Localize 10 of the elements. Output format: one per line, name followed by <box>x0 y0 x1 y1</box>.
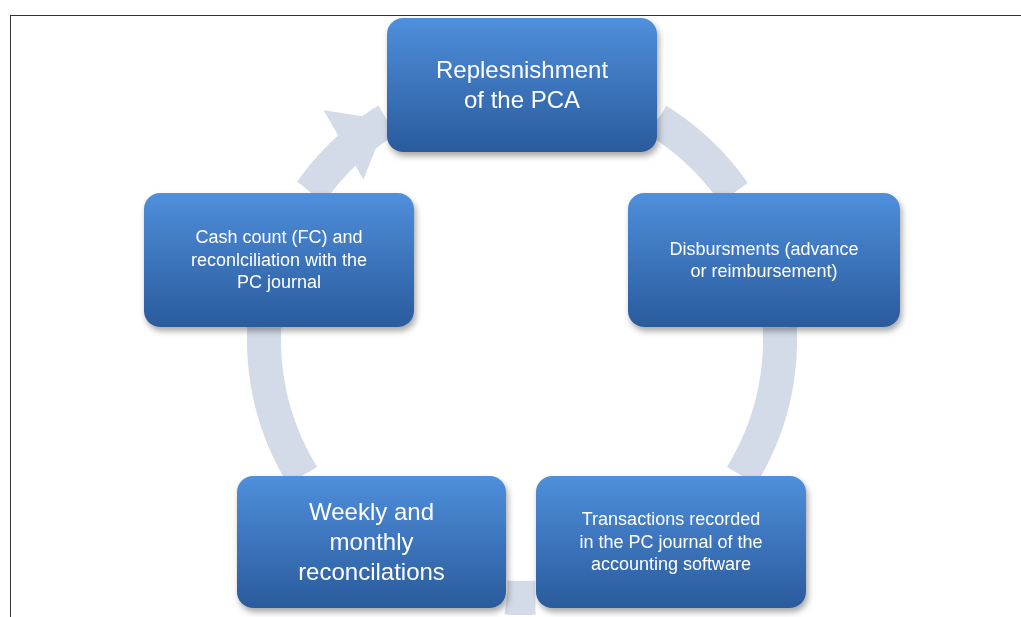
process-box <box>536 476 806 608</box>
process-box <box>144 193 414 327</box>
process-box <box>237 476 506 608</box>
step-text: Weekly and monthly reconcilations <box>297 497 446 587</box>
step-text: Transactions recorded in the PC journal of the accounting software <box>578 508 764 576</box>
step-text: Replesnishment of the PCA <box>434 55 610 115</box>
process-box <box>628 193 900 327</box>
step-text: Disbursments (advance or reimbursement) <box>668 237 860 283</box>
step-text: Cash count (FC) and reconlciliation with the PC journal <box>189 226 369 294</box>
process-box <box>387 18 657 152</box>
